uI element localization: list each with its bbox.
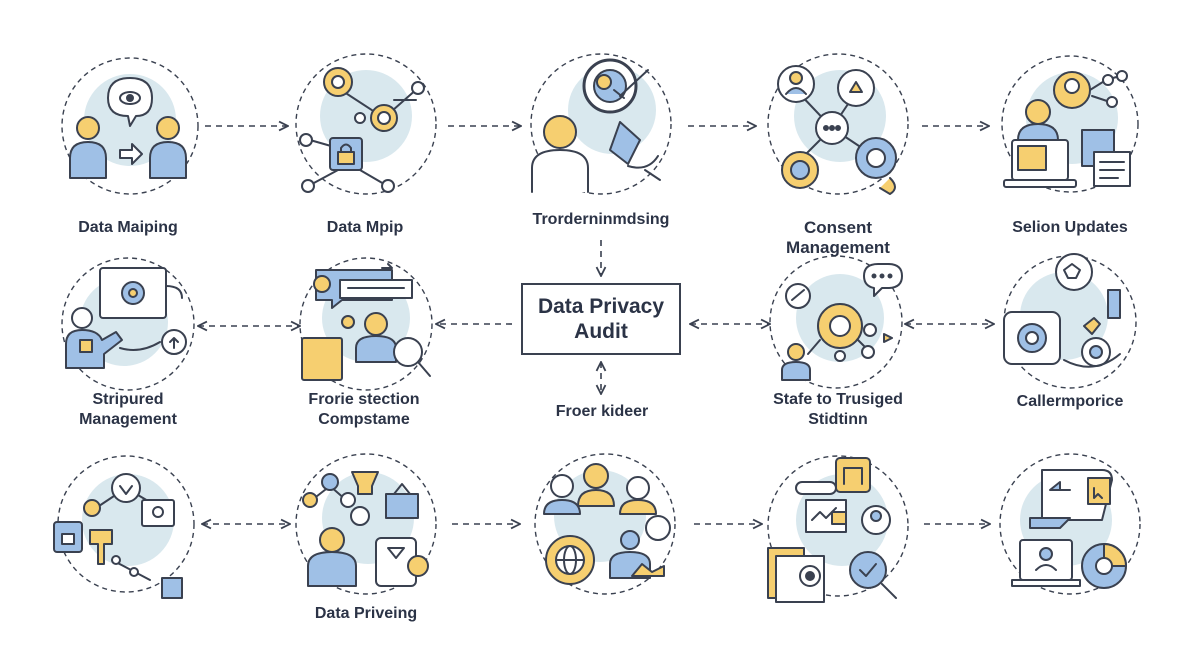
label-data-priveing: Data Priveing (314, 605, 418, 622)
label-data-mpip: Data Mpip (326, 219, 404, 236)
label-stafe-to-trusiged: Stafe to Trusiged Stidtinn (773, 391, 903, 428)
center-box: Data Privacy Audit (521, 283, 681, 355)
chat-person-search-icon (301, 263, 431, 381)
network-gear-lock-icon (299, 67, 425, 193)
gear-settings-icon (1003, 253, 1121, 368)
label-callermporice: Callermporice (1016, 393, 1124, 410)
person-gear-mobile-icon (302, 471, 429, 587)
icon-halos (57, 53, 1141, 597)
label-froer-kideer: Froer kideer (555, 403, 649, 420)
document-search-icon (767, 457, 897, 603)
person-laptop-documents-icon (1003, 70, 1131, 188)
laptop-gear-icon (65, 267, 187, 369)
label-consent-management: Consent Management (786, 218, 890, 257)
label-trorderninmdsing: Trorderninmdsing (532, 211, 670, 228)
label-stripured-management: Stripured Management (79, 391, 177, 428)
label-selion-updates: Selion Updates (1012, 219, 1128, 236)
label-data-maiping: Data Maiping (78, 219, 178, 236)
document-laptop-icon (1011, 469, 1127, 589)
two-people-eye-icon (69, 77, 187, 179)
connector-arrows (198, 126, 994, 524)
chat-network-icon (781, 263, 903, 381)
team-globe-gear-icon (543, 463, 671, 585)
label-frorie-stection: Frorie stection Compstame (308, 391, 420, 428)
network-lock-icon (53, 473, 183, 599)
person-search-icon (531, 58, 661, 193)
center-label: Data Privacy Audit (537, 295, 665, 343)
people-network-icon (777, 65, 897, 195)
